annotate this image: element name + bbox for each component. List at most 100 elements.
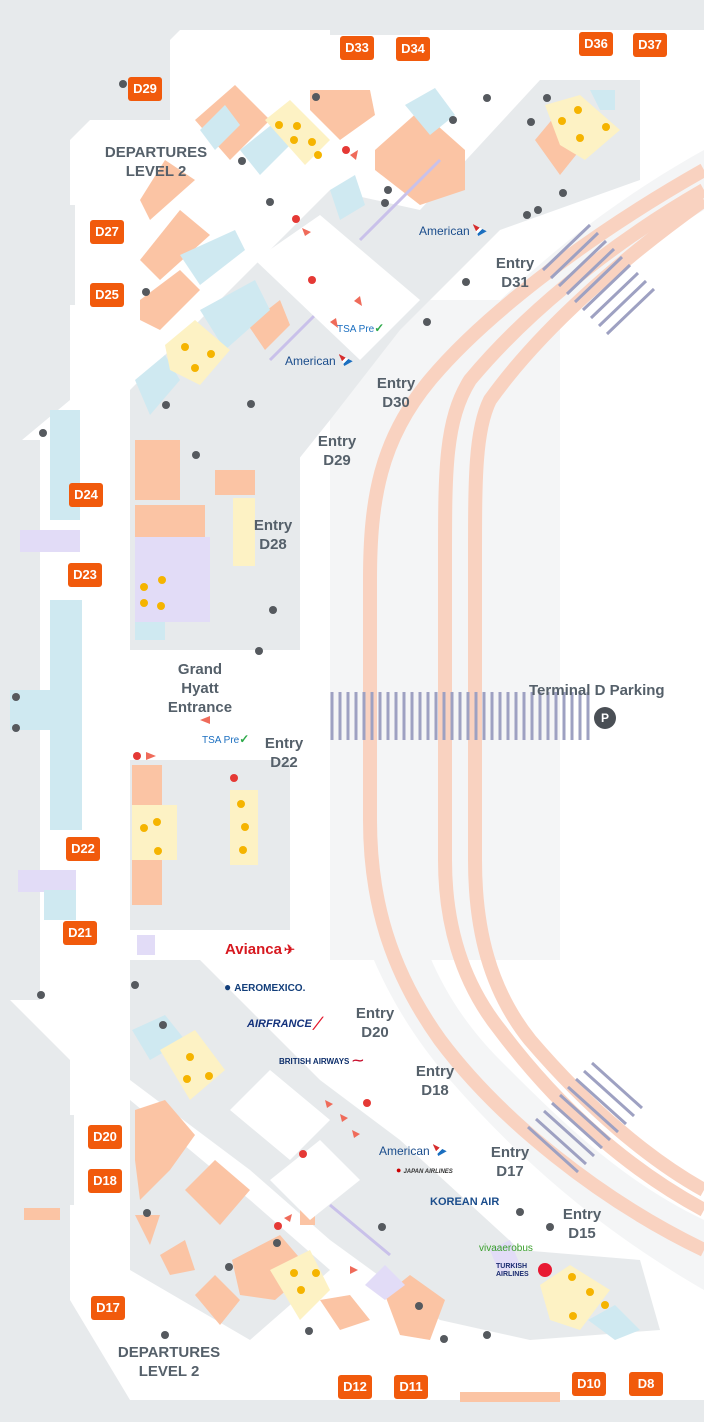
gate-d27[interactable]: D27 bbox=[90, 220, 124, 244]
gate-d8[interactable]: D8 bbox=[629, 1372, 663, 1396]
gate-d11[interactable]: D11 bbox=[394, 1375, 428, 1399]
services bbox=[135, 537, 520, 1300]
tsa-precheck-north: TSA Pre✓ bbox=[337, 321, 384, 335]
entry-line1: Entry bbox=[253, 517, 293, 534]
parking-icon: P bbox=[594, 707, 616, 729]
crosswalk-bottom bbox=[526, 1061, 644, 1174]
gate-d37[interactable]: D37 bbox=[633, 33, 667, 57]
entry-line1: Entry bbox=[415, 1063, 455, 1080]
airline-turkish: TURKISH AIRLINES bbox=[496, 1263, 552, 1279]
crosswalk-top bbox=[541, 223, 656, 336]
entry-line2: D29 bbox=[323, 452, 351, 469]
check-icon: ✓ bbox=[374, 321, 385, 335]
terminal-d-parking-label[interactable]: Terminal D Parking bbox=[529, 682, 665, 699]
gate-d34[interactable]: D34 bbox=[396, 37, 430, 61]
entry-line2: D18 bbox=[421, 1082, 449, 1099]
entry-line1: Entry bbox=[264, 735, 304, 752]
grand-hyatt-line2: Hyatt bbox=[181, 680, 219, 697]
gate-d12[interactable]: D12 bbox=[338, 1375, 372, 1399]
grand-hyatt-entrance[interactable]: Grand Hyatt Entrance bbox=[150, 660, 250, 717]
american-label: American bbox=[285, 354, 336, 368]
gate-d20[interactable]: D20 bbox=[88, 1125, 122, 1149]
tsa-precheck-label: TSA Pre bbox=[202, 735, 240, 746]
british-airways-label: BRITISH AIRWAYS bbox=[279, 1057, 350, 1066]
airline-american-1: American bbox=[419, 224, 487, 238]
departures-label-top: DEPARTURES LEVEL 2 bbox=[102, 143, 210, 181]
british-airways-logo-icon: ⁓ bbox=[352, 1055, 364, 1067]
airline-aeromexico: ●AEROMEXICO. bbox=[224, 980, 305, 994]
american-label: American bbox=[419, 224, 470, 238]
gate-d18[interactable]: D18 bbox=[88, 1169, 122, 1193]
jal-logo-icon: ● bbox=[396, 1165, 402, 1175]
gate-d21[interactable]: D21 bbox=[63, 921, 97, 945]
entry-line2: D22 bbox=[270, 754, 298, 771]
gate-d17[interactable]: D17 bbox=[91, 1296, 125, 1320]
avianca-label: Avianca bbox=[225, 941, 282, 958]
aeromexico-label: AEROMEXICO. bbox=[234, 983, 306, 994]
entry-line2: D20 bbox=[361, 1024, 389, 1041]
turkish-line1: TURKISH bbox=[496, 1263, 528, 1270]
avianca-logo-icon: ✈ bbox=[283, 942, 295, 957]
departures-line1: DEPARTURES bbox=[117, 1344, 221, 1361]
american-logo-icon bbox=[472, 224, 487, 236]
gate-d36[interactable]: D36 bbox=[579, 32, 613, 56]
american-label: American bbox=[379, 1144, 430, 1158]
departures-line1: DEPARTURES bbox=[104, 144, 208, 161]
walkways bbox=[160, 215, 420, 1220]
entry-line1: Entry bbox=[562, 1206, 602, 1223]
airline-jal: ●JAPAN AIRLINES bbox=[396, 1165, 453, 1175]
airfrance-label: AIRFRANCE bbox=[247, 1018, 312, 1030]
american-logo-icon bbox=[338, 354, 353, 366]
gate-d23[interactable]: D23 bbox=[68, 563, 102, 587]
gate-d24[interactable]: D24 bbox=[69, 483, 103, 507]
crosswalk-middle bbox=[330, 692, 590, 740]
turkish-logo-icon bbox=[538, 1263, 552, 1277]
entry-line1: Entry bbox=[490, 1144, 530, 1161]
gate-d29[interactable]: D29 bbox=[128, 77, 162, 101]
grand-hyatt-line3: Entrance bbox=[167, 699, 233, 716]
vivaaerobus-label: vivaaerobus bbox=[479, 1243, 533, 1254]
airfrance-logo-icon: ╱ bbox=[313, 1018, 321, 1030]
entry-line2: D28 bbox=[259, 536, 287, 553]
entry-line1: Entry bbox=[355, 1005, 395, 1022]
tsa-precheck-label: TSA Pre bbox=[337, 324, 375, 335]
departures-label-bottom: DEPARTURES LEVEL 2 bbox=[115, 1343, 223, 1381]
amenity-dots bbox=[140, 106, 610, 1320]
entry-line1: Entry bbox=[495, 255, 535, 272]
korean-air-label: KOREAN AIR bbox=[430, 1196, 500, 1208]
road-lanes bbox=[363, 163, 704, 1257]
check-icon: ✓ bbox=[239, 732, 250, 746]
gate-d25[interactable]: D25 bbox=[90, 283, 124, 307]
airline-airfrance: AIRFRANCE╱ bbox=[247, 1017, 320, 1030]
facility-dots bbox=[12, 80, 567, 1343]
jal-label: JAPAN AIRLINES bbox=[403, 1169, 453, 1175]
gate-d10[interactable]: D10 bbox=[572, 1372, 606, 1396]
gate-d33[interactable]: D33 bbox=[340, 36, 374, 60]
aeromexico-logo-icon: ● bbox=[224, 980, 232, 994]
gate-d22[interactable]: D22 bbox=[66, 837, 100, 861]
entry-line2: D17 bbox=[496, 1163, 524, 1180]
american-logo-icon bbox=[432, 1144, 447, 1156]
departures-line2: LEVEL 2 bbox=[125, 163, 187, 180]
entry-line2: D31 bbox=[501, 274, 529, 291]
airline-british-airways: BRITISH AIRWAYS⁓ bbox=[279, 1054, 363, 1067]
tsa-dots bbox=[133, 146, 371, 1230]
airline-vivaaerobus: vivaaerobus bbox=[479, 1243, 533, 1254]
airline-avianca: Avianca✈ bbox=[225, 941, 295, 958]
entry-line2: D15 bbox=[568, 1225, 596, 1242]
departures-line2: LEVEL 2 bbox=[138, 1363, 200, 1380]
south-hall bbox=[130, 960, 660, 1340]
flow-arrows bbox=[146, 150, 362, 1274]
turkish-line2: AIRLINES bbox=[496, 1271, 529, 1278]
airline-american-2: American bbox=[285, 354, 353, 368]
